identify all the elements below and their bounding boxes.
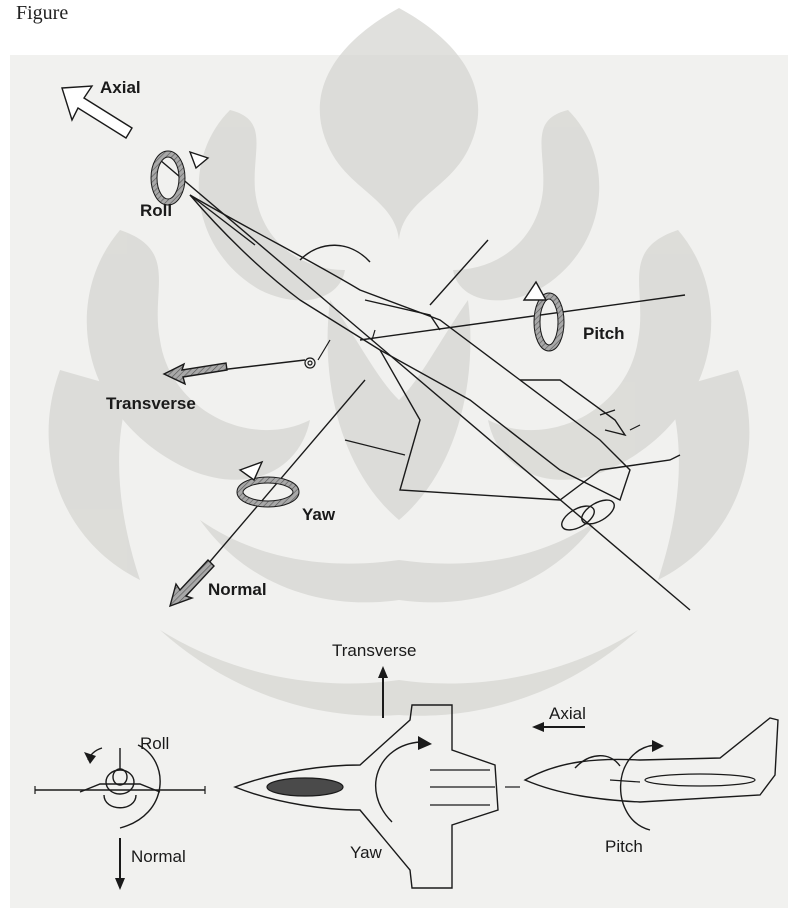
front-view-normal-label: Normal <box>131 847 186 866</box>
top-view-transverse-label: Transverse <box>332 641 416 660</box>
pitch-label: Pitch <box>583 324 625 343</box>
side-view-axial-label: Axial <box>549 704 586 723</box>
pitch-axis-line <box>360 295 685 340</box>
front-view-normal-arrow-icon <box>115 838 125 890</box>
front-view-aircraft <box>35 745 205 828</box>
transverse-label: Transverse <box>106 394 196 413</box>
roll-label: Roll <box>140 201 172 220</box>
side-view-axial-arrow-icon <box>532 722 585 732</box>
transverse-axis-line <box>220 360 305 370</box>
yaw-label: Yaw <box>302 505 336 524</box>
axial-label: Axial <box>100 78 141 97</box>
normal-label: Normal <box>208 580 267 599</box>
side-view-aircraft <box>525 718 778 830</box>
top-view-yaw-label: Yaw <box>350 843 383 862</box>
front-view-roll-label: Roll <box>140 734 169 753</box>
side-view-pitch-label: Pitch <box>605 837 643 856</box>
watermark-emblem <box>49 8 750 716</box>
